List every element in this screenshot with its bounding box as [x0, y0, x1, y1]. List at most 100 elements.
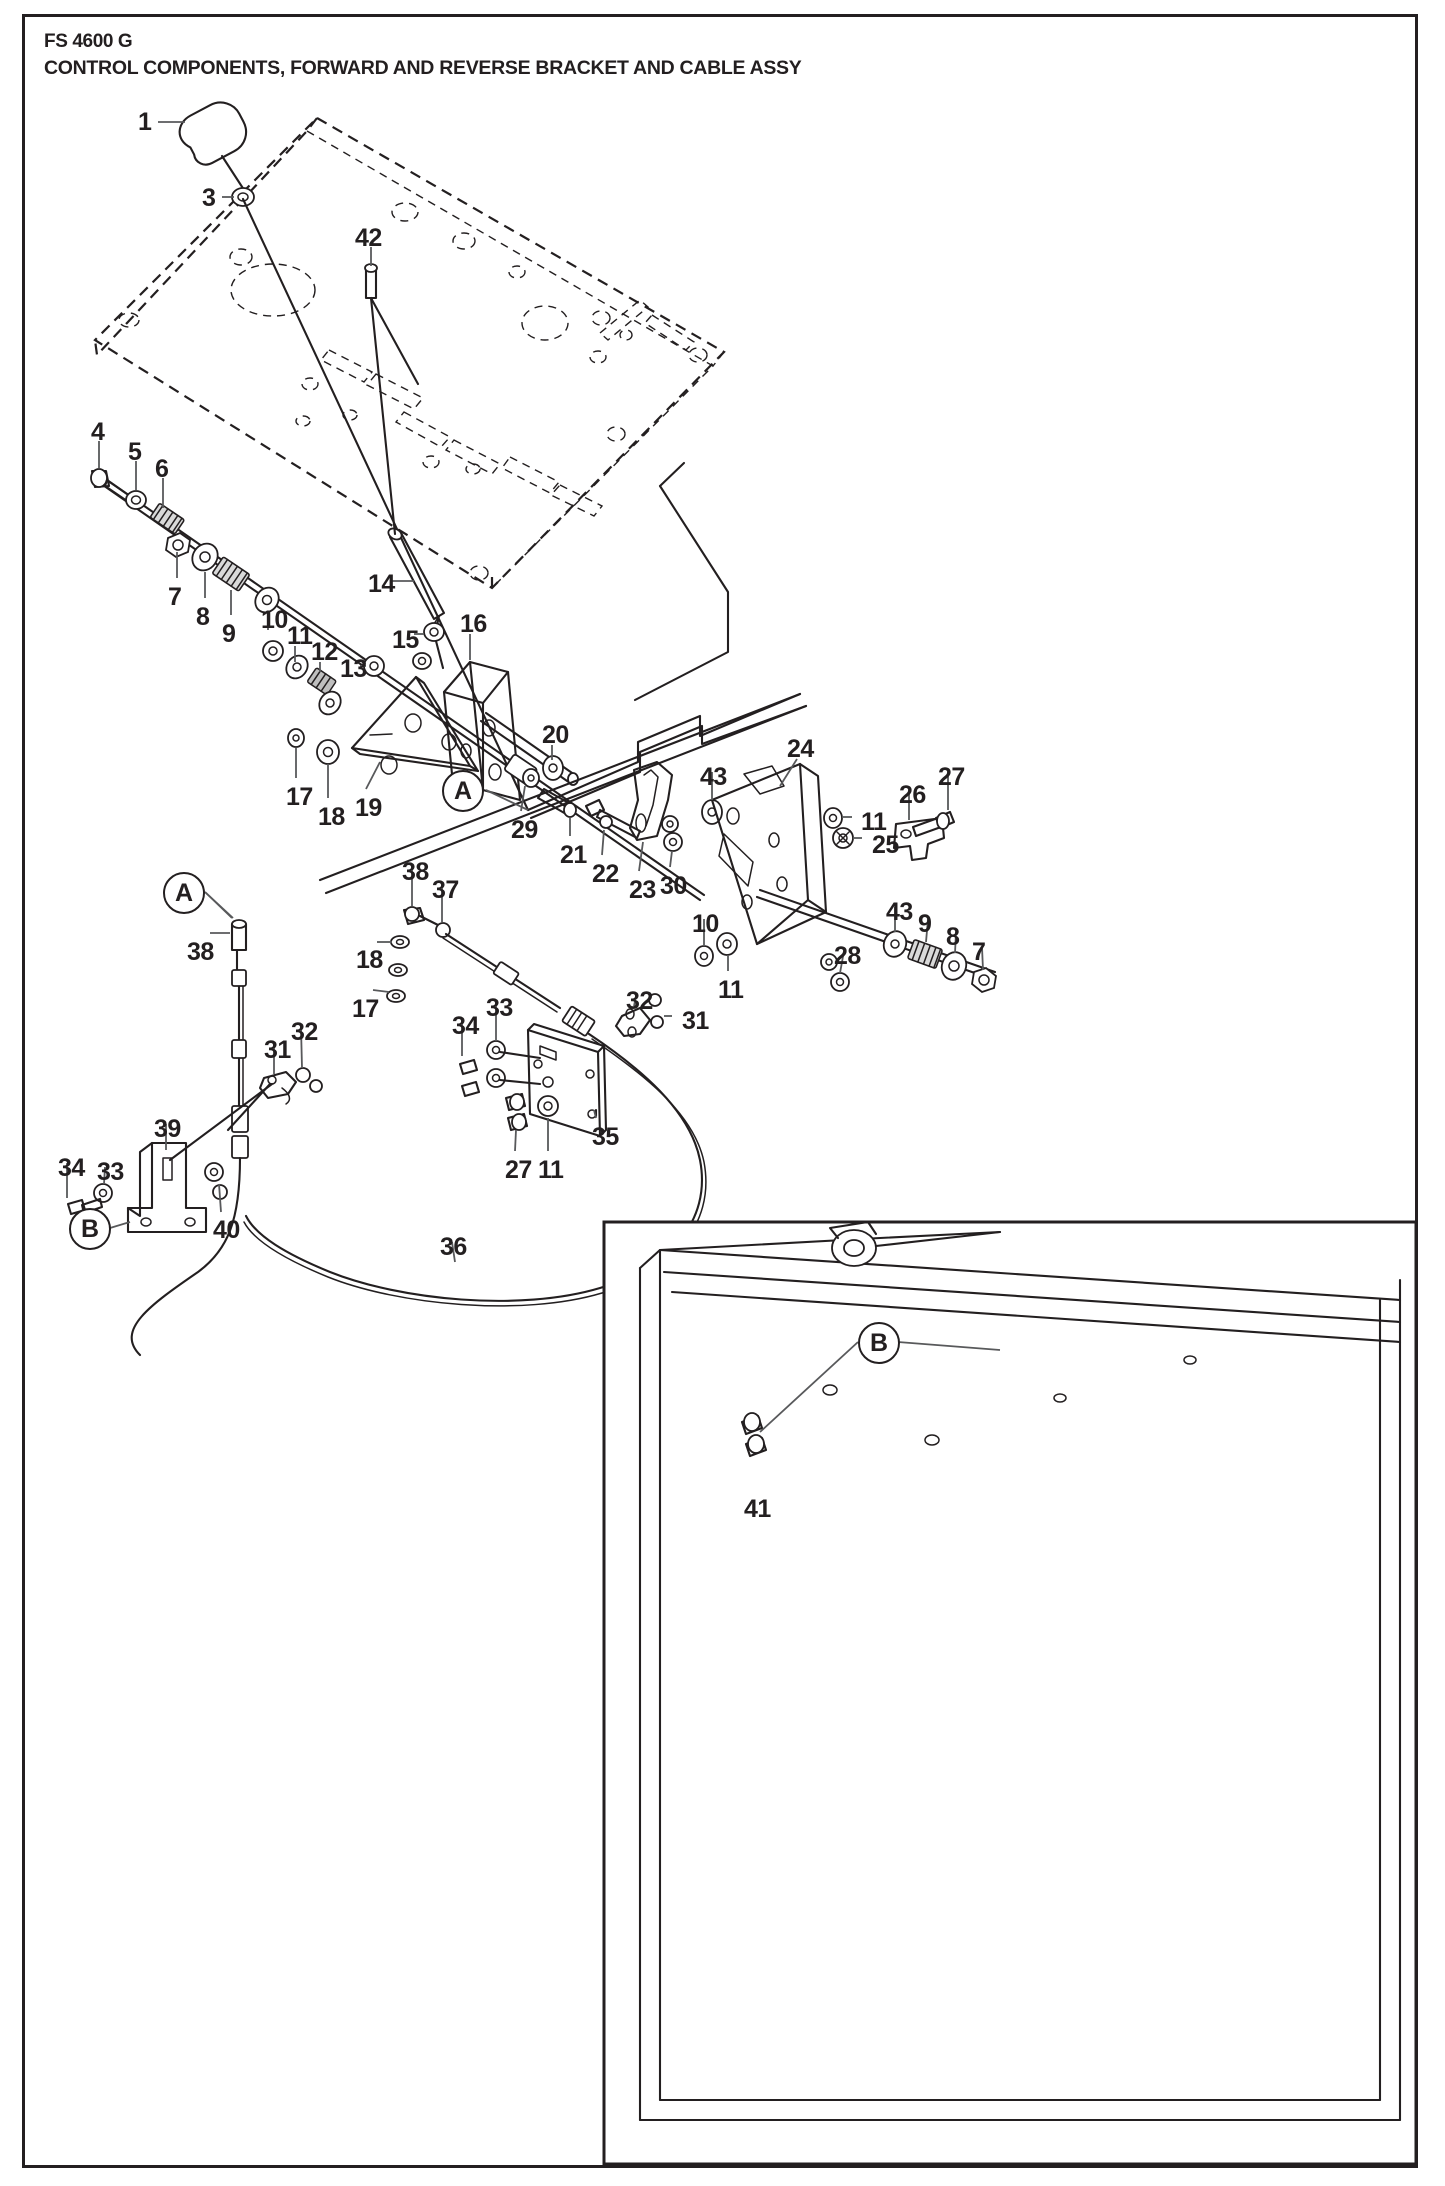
part-6-spring [150, 503, 185, 535]
part-callout-42: 42 [355, 224, 382, 252]
part-42-rod [364, 263, 420, 386]
part-callout-17: 17 [286, 783, 313, 811]
part-callout-18: 18 [356, 946, 383, 974]
part-callout-35: 35 [592, 1123, 619, 1151]
part-callout-20: 20 [542, 721, 569, 749]
part-callout-43: 43 [700, 763, 727, 791]
part-27-bolt-right [911, 810, 956, 838]
part-callout-8: 8 [196, 603, 210, 631]
part-19-bracket [350, 675, 480, 775]
reference-mark-a-upper: A [442, 770, 484, 812]
part-callout-23: 23 [629, 876, 656, 904]
part-callout-1: 1 [138, 108, 152, 136]
part-callout-7: 7 [168, 583, 182, 611]
part-21-stud [536, 787, 577, 818]
part-callout-18: 18 [318, 803, 345, 831]
part-callout-10: 10 [261, 606, 288, 634]
part-callout-13: 13 [340, 655, 367, 683]
part-23-lever [628, 760, 674, 842]
part-callout-5: 5 [128, 438, 142, 466]
reference-mark-a-lower: A [163, 872, 205, 914]
part-40-washer [204, 1162, 228, 1200]
part-callout-9: 9 [222, 620, 236, 648]
part-callout-11: 11 [718, 976, 744, 1004]
part-callout-29: 29 [511, 816, 538, 844]
part-callout-24: 24 [787, 735, 814, 763]
inset-detail-b [602, 1220, 1418, 2166]
callout-leaders [66, 121, 984, 1490]
part-callout-11: 11 [538, 1156, 564, 1184]
part-callout-39: 39 [154, 1115, 181, 1143]
part-callout-38: 38 [187, 938, 214, 966]
part-13-washer [318, 690, 342, 716]
part-10-washer [254, 586, 280, 614]
part-15-nut [423, 622, 445, 670]
part-11-washer-right [823, 807, 843, 829]
page-border [22, 14, 1418, 2168]
part-callout-40: 40 [213, 1216, 240, 1244]
part-24-right-bracket [710, 762, 828, 946]
part-callout-32: 32 [291, 1018, 318, 1046]
part-1-handle-knob [178, 101, 250, 198]
part-37-38-cable-end-right [243, 906, 707, 1307]
part-callout-16: 16 [460, 610, 487, 638]
part-callout-34: 34 [452, 1012, 479, 1040]
reference-mark-b-inset: B [858, 1322, 900, 1364]
part-33-34-center [458, 1040, 542, 1098]
title-block: FS 4600 G CONTROL COMPONENTS, FORWARD AN… [44, 30, 1244, 80]
part-3-nut-lower [412, 652, 432, 670]
part-callout-32: 32 [626, 987, 653, 1015]
part-31-32-clamp-right [614, 993, 664, 1038]
page-title: CONTROL COMPONENTS, FORWARD AND REVERSE … [44, 56, 802, 79]
frame-rail [318, 461, 808, 895]
part-25-nut [832, 827, 854, 849]
part-callout-6: 6 [155, 455, 169, 483]
part-callout-10: 10 [692, 910, 719, 938]
part-callout-8: 8 [946, 923, 960, 951]
part-10-11-fasteners-right [694, 932, 738, 967]
part-callout-11: 11 [287, 622, 313, 650]
part-17-18-washers-center [386, 935, 410, 1003]
model-number: FS 4600 G [44, 31, 133, 52]
part-17-washer [287, 728, 305, 748]
part-callout-33: 33 [97, 1158, 124, 1186]
part-9-spring [212, 556, 250, 592]
part-3-nut [231, 187, 255, 207]
part-callout-36: 36 [440, 1233, 467, 1261]
cable-left-run [130, 969, 249, 1357]
part-11-nut-left [262, 640, 284, 662]
part-12-washer [285, 654, 309, 680]
part-callout-41: 41 [744, 1495, 771, 1523]
part-callout-7: 7 [972, 938, 986, 966]
part-13-bushing [307, 655, 385, 696]
phantom-deck-plate [93, 116, 726, 590]
part-callout-9: 9 [918, 910, 932, 938]
part-callout-4: 4 [91, 418, 105, 446]
part-8-washer [191, 542, 219, 572]
part-35-mounting-plate [526, 1022, 608, 1138]
part-callout-26: 26 [899, 781, 926, 809]
part-14-gas-strut [369, 296, 446, 632]
part-5-locknut [125, 490, 147, 510]
part-30-washers [661, 815, 683, 852]
part-7-hexnut [165, 531, 191, 559]
part-callout-28: 28 [834, 942, 861, 970]
part-callout-30: 30 [660, 872, 687, 900]
part-callout-31: 31 [682, 1007, 709, 1035]
part-38-cable-end-left [230, 919, 248, 974]
part-20-washer [542, 755, 564, 781]
part-callout-38: 38 [402, 858, 429, 886]
right-rod-assembly [755, 888, 997, 994]
part-callout-21: 21 [560, 841, 587, 869]
part-18-washer [316, 739, 340, 765]
part-callout-17: 17 [352, 995, 379, 1023]
part-callout-19: 19 [355, 794, 382, 822]
part-39-l-bracket [126, 1082, 274, 1234]
part-callout-31: 31 [264, 1036, 291, 1064]
part-callout-27: 27 [505, 1156, 532, 1184]
part-28-fastener [820, 953, 850, 992]
part-27-11-center [504, 1092, 559, 1132]
part-callout-15: 15 [392, 626, 419, 654]
part-callout-25: 25 [872, 831, 899, 859]
